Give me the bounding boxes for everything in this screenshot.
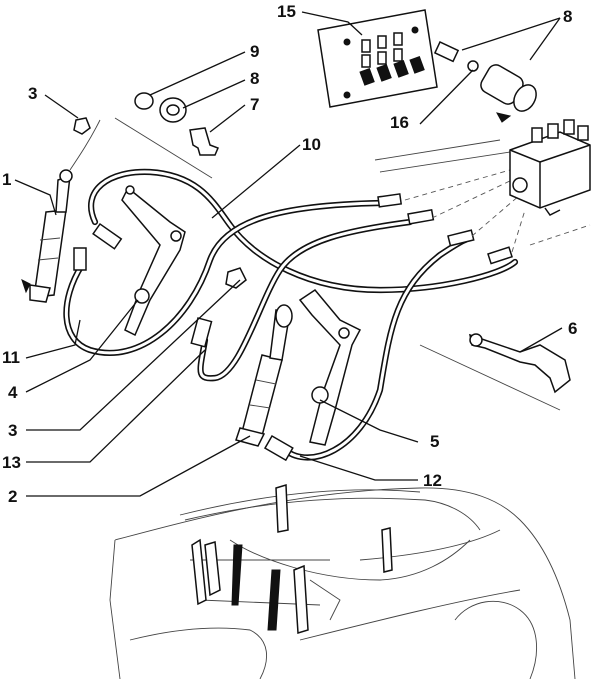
cylinder-left: [21, 169, 73, 303]
callout-10: 10: [302, 135, 321, 154]
callout-3-mid: 3: [8, 421, 17, 440]
callout-labels: 15 8 16 9 8 7 3 1 10 6 11 4 3 13 5 2 12: [2, 2, 577, 506]
car-body-outline: [109, 487, 576, 679]
bracket-arm-4: [121, 185, 186, 337]
callout-1: 1: [2, 170, 11, 189]
callout-4: 4: [8, 383, 18, 402]
callout-6: 6: [568, 319, 577, 338]
callout-16: 16: [390, 113, 409, 132]
roof-mechanism-small: [191, 484, 393, 634]
misc-line: [69, 117, 561, 411]
callout-3-top: 3: [28, 84, 37, 103]
callout-5: 5: [430, 432, 439, 451]
bracket-arm-5: [298, 289, 362, 446]
callout-13: 13: [2, 453, 21, 472]
connector-plate: [317, 9, 438, 108]
callout-11: 11: [2, 348, 20, 367]
small-parts-top: [134, 92, 219, 156]
pump-valve-unit: [496, 112, 591, 216]
hose-fittings: [73, 193, 513, 462]
cylinder-middle: [235, 304, 293, 447]
callout-7: 7: [250, 95, 259, 114]
plug-assembly: [433, 41, 537, 112]
callout-9: 9: [250, 42, 259, 61]
clip-middle: [225, 267, 247, 289]
callout-8-left: 8: [250, 69, 259, 88]
callout-12: 12: [423, 471, 442, 490]
arm-part-6: [469, 333, 571, 394]
dashed-leader-lines: [374, 139, 591, 253]
leader-lines: [14, 11, 563, 497]
callout-8-top: 8: [563, 7, 572, 26]
callout-15: 15: [277, 2, 296, 21]
callout-2: 2: [8, 487, 17, 506]
hydraulic-hoses: [63, 168, 519, 461]
clip-top: [73, 117, 91, 135]
